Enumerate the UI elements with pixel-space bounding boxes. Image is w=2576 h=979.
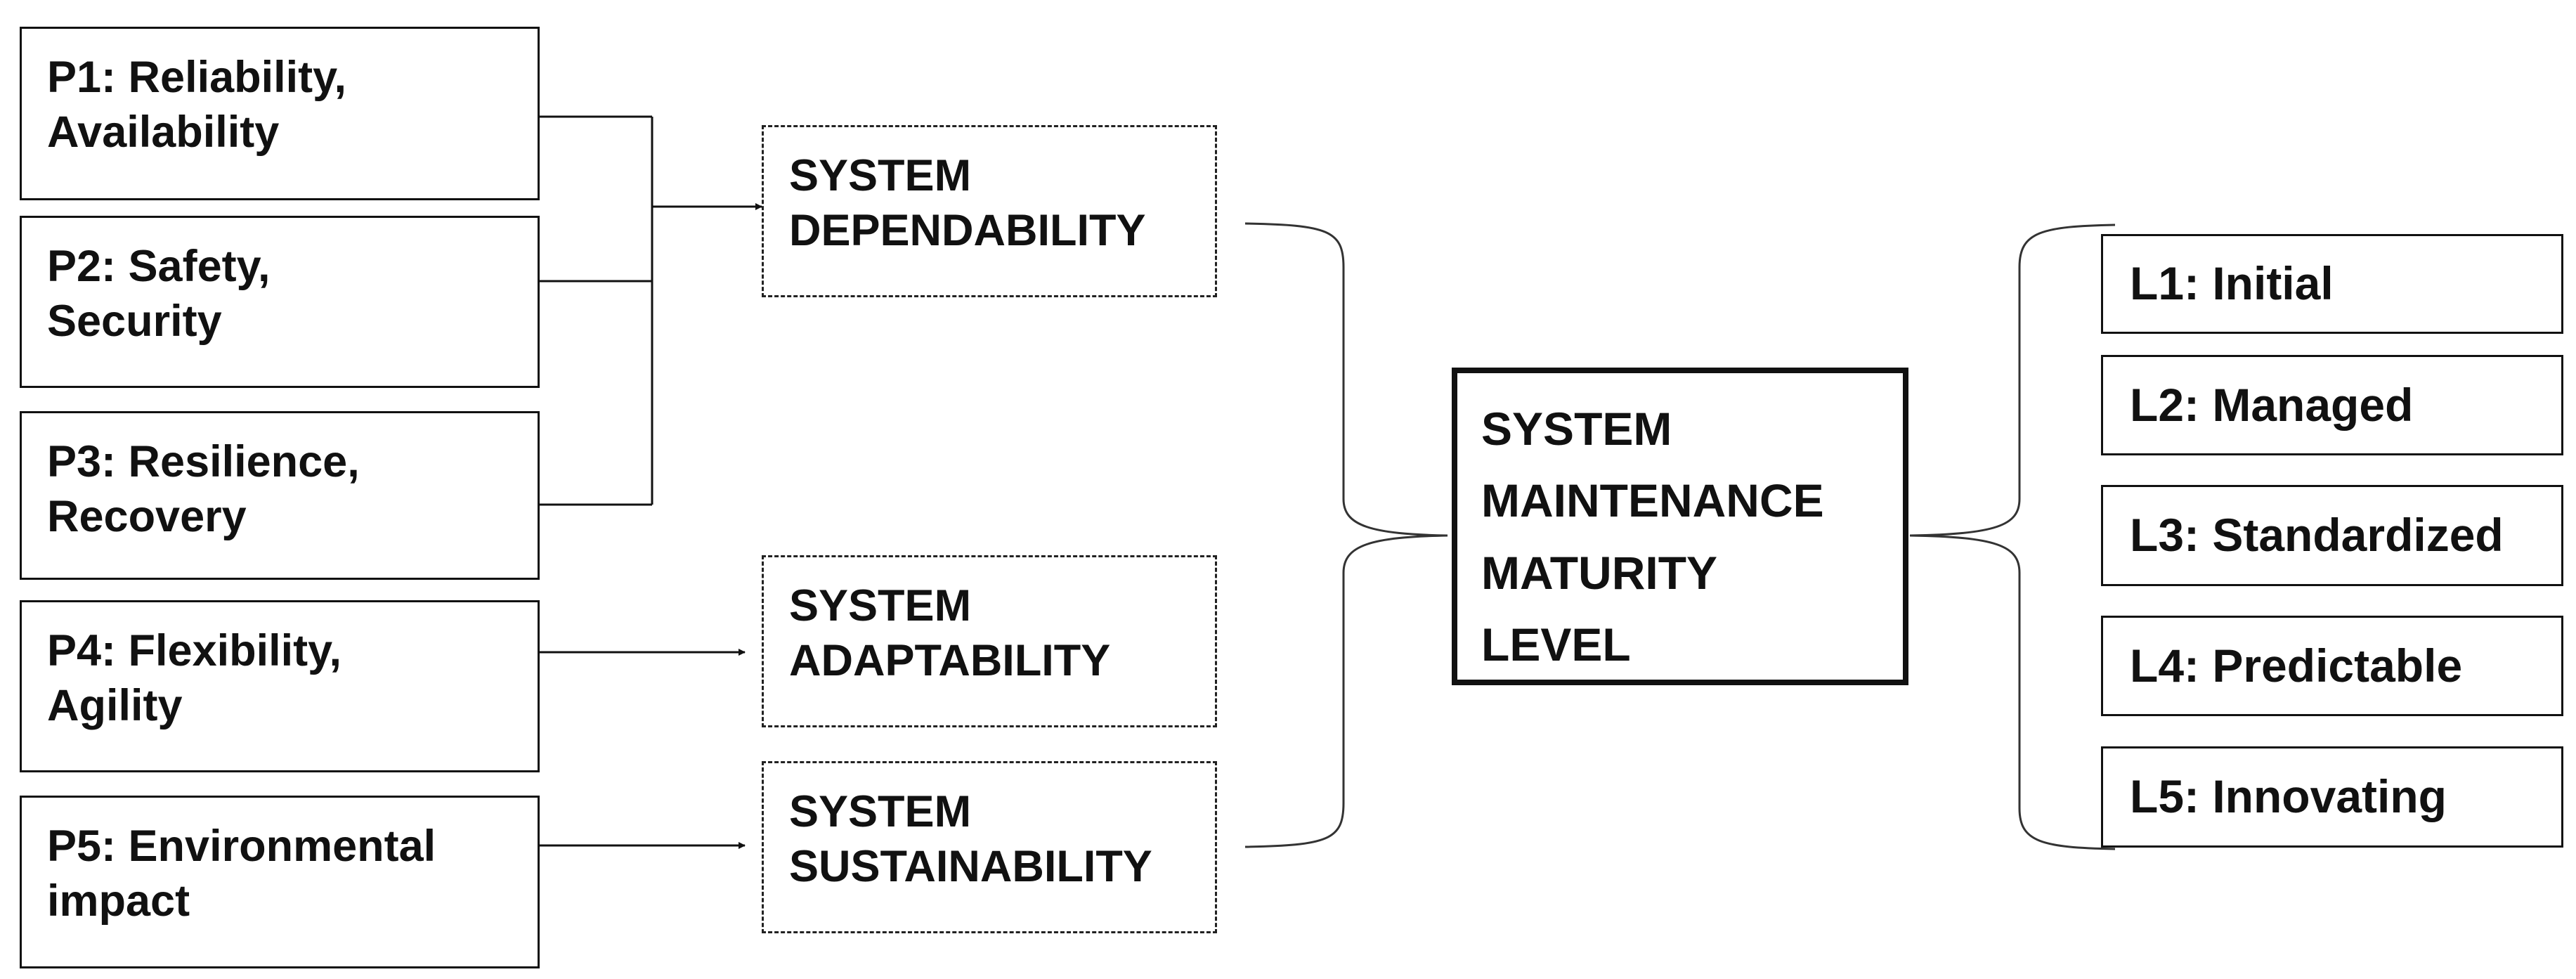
left-brace (1244, 222, 1448, 848)
dimension-box-sustainability: SYSTEM SUSTAINABILITY (762, 761, 1217, 933)
priority-p3-line-1: P3: Resilience, (47, 437, 360, 486)
dimension-box-dependability: SYSTEM DEPENDABILITY (762, 125, 1217, 297)
priority-box-p3: P3: Resilience, Recovery (20, 411, 540, 580)
dimension-adaptability-line-1: SYSTEM (789, 581, 972, 630)
level-box-l2: L2: Managed (2101, 355, 2563, 455)
level-box-l5: L5: Innovating (2101, 746, 2563, 848)
priority-box-p2: P2: Safety, Security (20, 216, 540, 388)
maturity-level-box: SYSTEM MAINTENANCE MATURITY LEVEL (1452, 368, 1908, 685)
priority-p3-line-2: Recovery (47, 492, 247, 542)
level-l3-label: L3: Standardized (2130, 509, 2504, 562)
dimension-sustainability-line-1: SYSTEM (789, 787, 972, 836)
level-box-l3: L3: Standardized (2101, 485, 2563, 586)
priority-p2-line-1: P2: Safety, (47, 242, 271, 291)
level-l1-label: L1: Initial (2130, 257, 2334, 310)
level-l5-label: L5: Innovating (2130, 770, 2447, 823)
priority-box-p1: P1: Reliability, Availability (20, 27, 540, 200)
priority-p1-line-2: Availability (47, 108, 280, 157)
dimension-adaptability-line-2: ADAPTABILITY (789, 636, 1111, 686)
dimension-box-adaptability: SYSTEM ADAPTABILITY (762, 555, 1217, 727)
dimension-sustainability-line-2: SUSTAINABILITY (789, 842, 1152, 892)
level-box-l1: L1: Initial (2101, 234, 2563, 334)
priority-p2-line-2: Security (47, 297, 222, 346)
priority-p4-line-1: P4: Flexibility, (47, 626, 341, 675)
level-l4-label: L4: Predictable (2130, 639, 2463, 692)
center-line-4: LEVEL (1481, 618, 1631, 670)
dimension-dependability-line-2: DEPENDABILITY (789, 206, 1146, 256)
priority-box-p5: P5: Environmental impact (20, 796, 540, 968)
right-brace (1909, 223, 2116, 850)
dimension-dependability-line-1: SYSTEM (789, 151, 972, 200)
priority-box-p4: P4: Flexibility, Agility (20, 600, 540, 772)
priority-p5-line-1: P5: Environmental (47, 822, 436, 871)
center-line-2: MAINTENANCE (1481, 474, 1824, 527)
priority-p1-line-1: P1: Reliability, (47, 53, 346, 102)
priority-p5-line-2: impact (47, 876, 190, 926)
priority-p4-line-2: Agility (47, 681, 183, 731)
center-line-3: MATURITY (1481, 546, 1718, 599)
level-box-l4: L4: Predictable (2101, 616, 2563, 716)
center-line-1: SYSTEM (1481, 403, 1672, 455)
level-l2-label: L2: Managed (2130, 378, 2414, 431)
